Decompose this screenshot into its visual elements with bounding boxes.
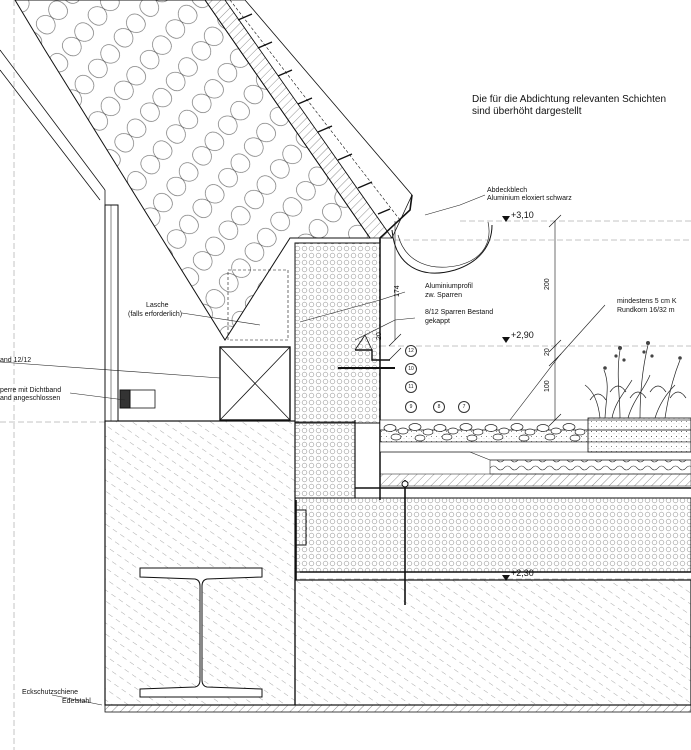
label-kies: mindestens 5 cm K <box>617 298 677 305</box>
label-sparren-note: gekappt <box>425 318 450 325</box>
label-sperre: perre mit Dichtband <box>0 387 62 394</box>
callout-9: 9 <box>405 401 417 413</box>
level-mid: +2,90 <box>511 330 534 340</box>
steel-i-beam <box>139 567 263 698</box>
label-abdeckblech: Abdeckblech <box>487 187 528 194</box>
note-line-1: Die für die Abdichtung relevanten Schich… <box>472 94 667 105</box>
level-bottom: +2,30 <box>511 568 534 578</box>
label-aluminiumprofil-note: zw. Sparren <box>425 292 462 299</box>
dimension-chain <box>388 214 562 427</box>
dimension-20-right: 20 <box>544 348 551 356</box>
dimension-100: 100 <box>544 380 551 392</box>
eaves-timber <box>119 269 291 421</box>
label-sperre-note: and angeschlossen <box>0 395 61 402</box>
dimension-200: 200 <box>544 278 551 290</box>
callout-7: 7 <box>458 401 470 413</box>
note-line-2: sind überhöht dargestellt <box>472 106 582 117</box>
callout-10: 10 <box>405 363 417 375</box>
dimension-174: 174 <box>394 285 401 297</box>
label-kies-note: Rundkorn 16/32 m <box>617 307 675 314</box>
leader-lines <box>0 194 606 706</box>
callout-8: 8 <box>433 401 445 413</box>
label-aluminiumprofil: Aluminiumprofil <box>425 283 473 290</box>
sloped-roof <box>14 0 413 341</box>
dormer-wall <box>0 49 119 422</box>
dimension-20-left: 20 <box>376 332 383 340</box>
label-band: and 12/12 <box>0 357 32 364</box>
label-eckschutz-material: Edelstahl <box>62 698 91 705</box>
level-top: +3,10 <box>511 210 534 220</box>
label-sparren: 8/12 Sparren Bestand <box>425 309 494 316</box>
callout-11: 11 <box>405 381 417 393</box>
green-roof-planting <box>584 341 691 453</box>
callout-12: 12 <box>405 345 417 357</box>
brick-insulation <box>294 242 691 573</box>
label-abdeckblech-material: Aluminium eloxiert schwarz <box>487 195 572 202</box>
gravel-layer <box>383 423 586 442</box>
label-lasche-note: (falls erforderlich) <box>128 311 183 318</box>
level-markers <box>502 216 510 581</box>
label-lasche: Lasche <box>146 302 169 309</box>
label-eckschutzschiene: Eckschutzschiene <box>22 689 79 696</box>
